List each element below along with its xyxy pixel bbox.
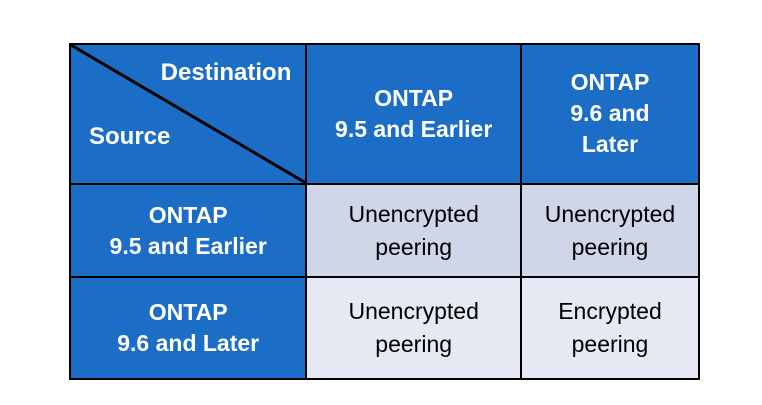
cell-text-line: Unencrypted bbox=[544, 200, 676, 227]
cell-96-to-96: Encrypted peering bbox=[521, 278, 698, 378]
column-header-line: 9.5 and Earlier bbox=[335, 115, 493, 142]
row-header-ontap-95-earlier: ONTAP 9.5 and Earlier bbox=[71, 184, 306, 277]
column-header-line: ONTAP bbox=[570, 69, 650, 96]
row-header-ontap-96-later: ONTAP 9.6 and Later bbox=[71, 278, 306, 378]
corner-cell: Destination Source bbox=[71, 45, 306, 183]
row-header-line: 9.6 and Later bbox=[117, 330, 260, 357]
column-header-ontap-96-later: ONTAP 9.6 and Later bbox=[521, 45, 698, 183]
cell-text-line: peering bbox=[571, 331, 649, 358]
cell-text-line: Unencrypted bbox=[348, 298, 479, 325]
corner-source-label: Source bbox=[89, 122, 171, 150]
column-header-line: Later bbox=[581, 131, 639, 158]
row-header-line: ONTAP bbox=[148, 201, 228, 228]
cell-96-to-95: Unencrypted peering bbox=[307, 278, 520, 378]
cell-text-line: peering bbox=[375, 331, 453, 358]
column-header-line: 9.6 and bbox=[570, 100, 650, 127]
row-header-line: 9.5 and Earlier bbox=[109, 232, 267, 259]
row-header-line: ONTAP bbox=[148, 299, 228, 326]
cell-text-line: peering bbox=[571, 233, 649, 260]
diagonal-divider-line bbox=[71, 45, 305, 183]
cell-text-line: peering bbox=[375, 233, 453, 260]
column-header-ontap-95-earlier: ONTAP 9.5 and Earlier bbox=[307, 45, 520, 183]
peering-compatibility-matrix: Destination Source ONTAP 9.5 and Earlier… bbox=[69, 43, 700, 380]
column-header-line: ONTAP bbox=[374, 84, 454, 111]
cell-text-line: Encrypted bbox=[558, 298, 662, 325]
cell-text-line: Unencrypted bbox=[348, 200, 479, 227]
cell-95-to-96: Unencrypted peering bbox=[521, 184, 698, 277]
corner-destination-label: Destination bbox=[160, 59, 292, 86]
cell-95-to-95: Unencrypted peering bbox=[307, 184, 520, 277]
